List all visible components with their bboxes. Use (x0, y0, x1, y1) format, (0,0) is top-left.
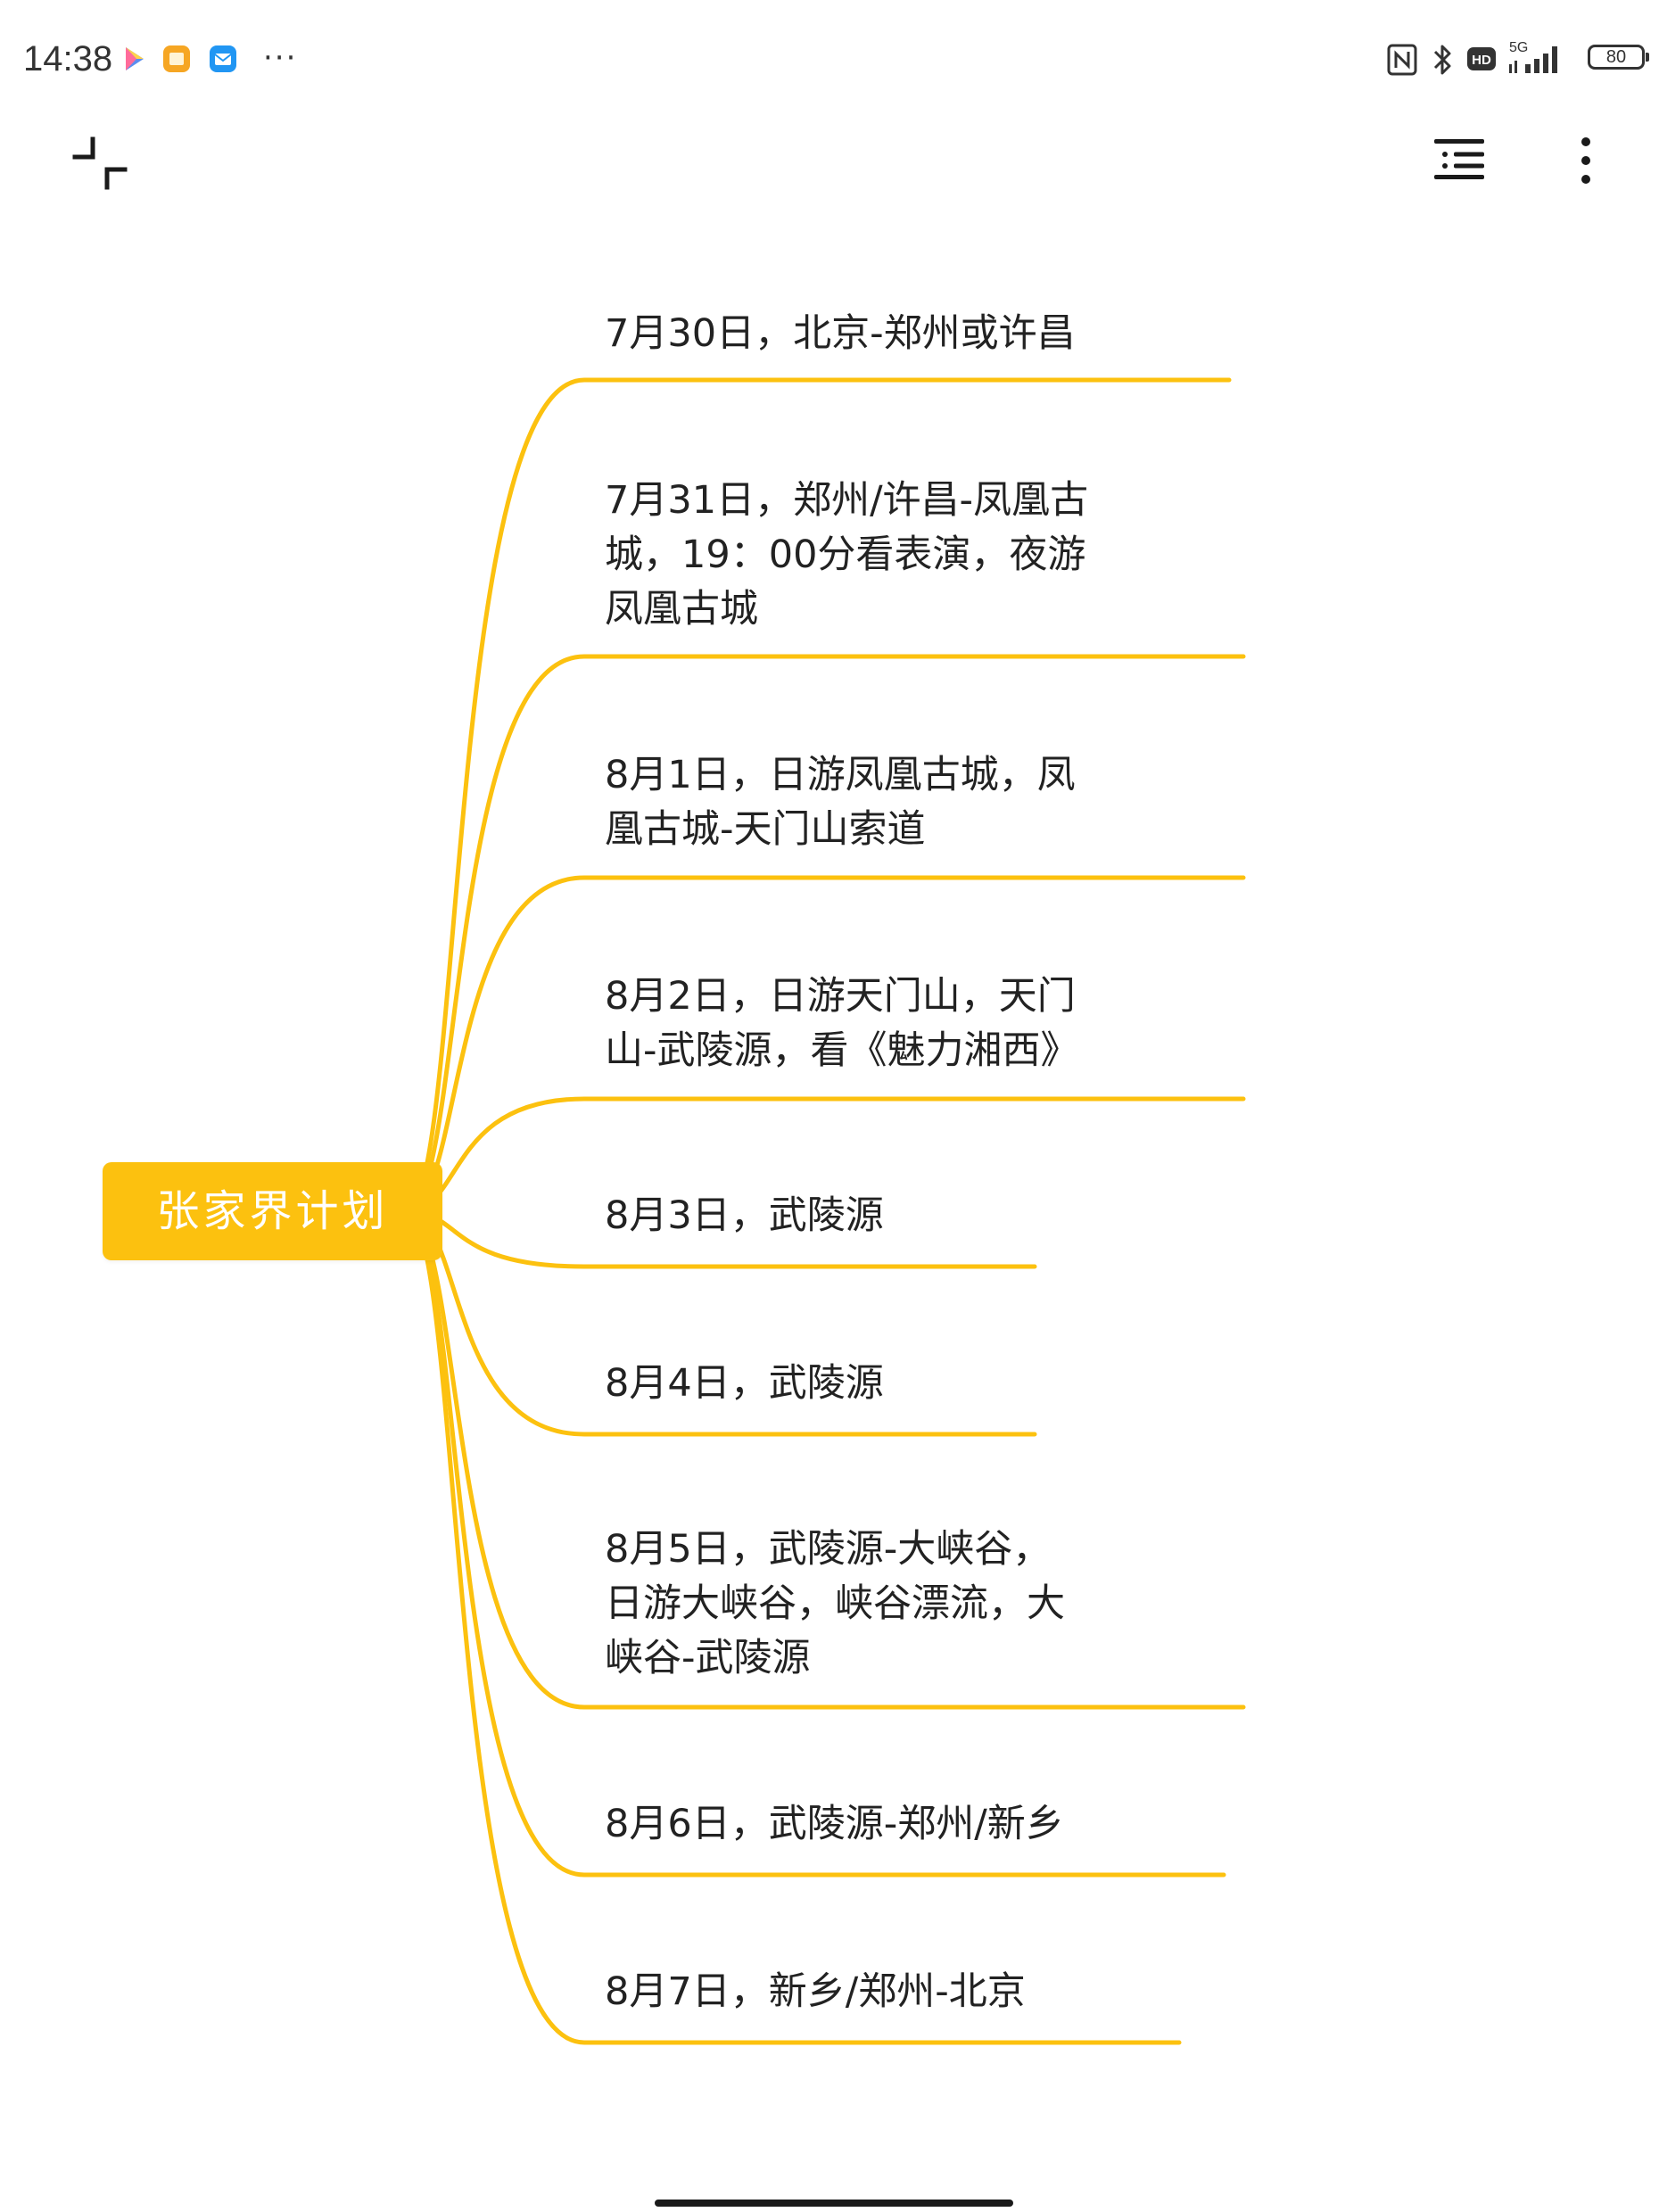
home-indicator[interactable] (655, 2200, 1013, 2207)
branch-node-7[interactable]: 8月5日，武陵源-大峡谷， 日游大峡谷，峡谷漂流，大 峡谷-武陵源 (605, 1527, 1065, 1680)
collapse-icon[interactable] (71, 136, 128, 191)
branch-node-8[interactable]: 8月6日，武陵源-郑州/新乡 (605, 1802, 1064, 1846)
bluetooth-icon (1433, 45, 1451, 75)
nfc-icon (1387, 44, 1417, 76)
notes-app-icon (163, 45, 190, 72)
play-store-icon (126, 47, 144, 70)
branch-connector-9 (403, 1209, 1182, 2045)
branch-node-1[interactable]: 7月30日，北京-郑州或许昌 (605, 311, 1076, 356)
svg-text:5G: 5G (1509, 40, 1528, 55)
branch-node-4[interactable]: 8月2日，日游天门山，天门 山-武陵源，看《魅力湘西》 (605, 974, 1079, 1073)
branch-node-2[interactable]: 7月31日，郑州/许昌-凤凰古 城，19：00分看表演，夜游 凤凰古城 (605, 478, 1089, 631)
svg-text:HD: HD (1472, 53, 1491, 68)
branch-node-6[interactable]: 8月4日，武陵源 (605, 1361, 884, 1406)
status-bar: 14:38 ··· HD 5G 80 (0, 0, 1659, 116)
mindmap-root-node[interactable]: 张家界计划 (103, 1162, 442, 1260)
branch-connector-2 (403, 654, 1246, 1214)
outline-list-icon[interactable] (1432, 136, 1486, 182)
branch-node-5[interactable]: 8月3日，武陵源 (605, 1193, 884, 1238)
more-vertical-icon[interactable] (1575, 136, 1597, 186)
branch-connector-1 (403, 377, 1232, 1214)
branch-node-9[interactable]: 8月7日，新乡/郑州-北京 (605, 1969, 1026, 2014)
mail-app-icon (210, 45, 236, 72)
status-time: 14:38 (23, 39, 113, 78)
battery-icon: 80 (1588, 45, 1649, 70)
hd-icon: HD (1467, 47, 1496, 70)
status-more-icon: ··· (263, 40, 298, 76)
branch-node-3[interactable]: 8月1日，日游凤凰古城，凤 凰古城-天门山索道 (605, 753, 1076, 852)
signal-icon: 5G (1509, 40, 1557, 73)
